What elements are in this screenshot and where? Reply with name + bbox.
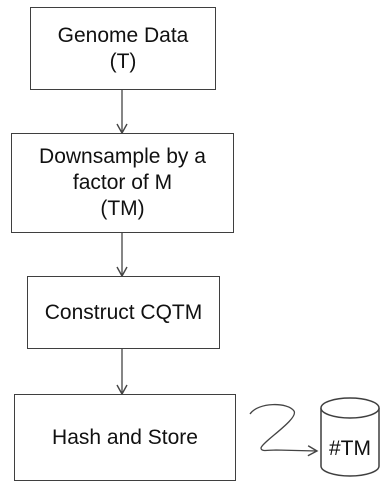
step-genome-data-line-1: Genome Data	[57, 23, 189, 47]
zigzag-arrow	[249, 403, 319, 457]
step-downsample-line-3: (TM)	[100, 197, 145, 220]
step-construct-cqtm: Construct CQTM	[27, 276, 220, 349]
storage-label: #TM	[329, 437, 371, 460]
step-hash-and-store-line-1: Hash and Store	[52, 425, 198, 449]
step-hash-and-store: Hash and Store	[14, 394, 236, 481]
step-construct-cqtm-line-1: Construct CQTM	[44, 300, 203, 324]
step-genome-data: Genome Data (T)	[30, 7, 216, 90]
step-downsample-line-1: Downsample by a	[39, 145, 206, 168]
step-downsample: Downsample by a factor of M (TM)	[11, 133, 234, 233]
step-downsample-line-2: factor of M	[72, 171, 173, 194]
step-genome-data-line-2: (T)	[109, 49, 137, 73]
storage-cylinder	[320, 397, 380, 477]
